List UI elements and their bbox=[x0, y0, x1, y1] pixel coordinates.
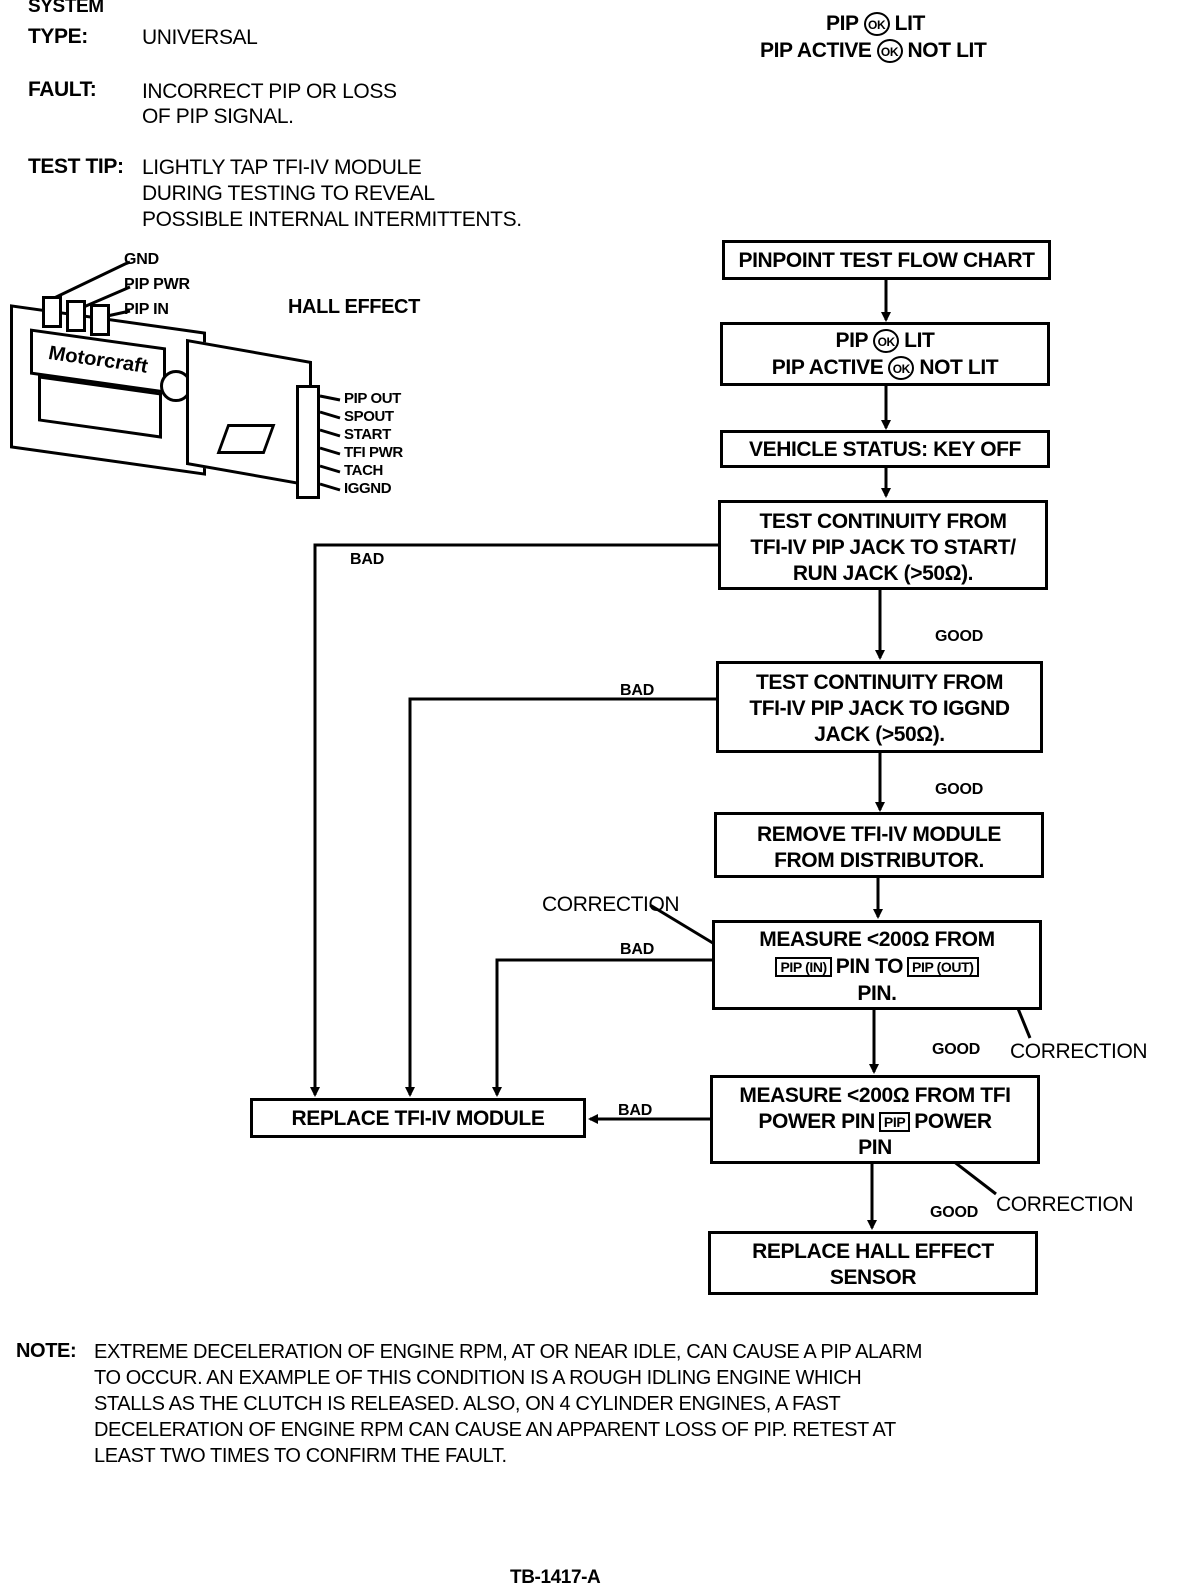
pin-label-pip-out: PIP OUT bbox=[344, 390, 401, 407]
not-lit-text: NOT LIT bbox=[919, 356, 999, 379]
type-label: TYPE: bbox=[28, 25, 88, 48]
bad-label: BAD bbox=[350, 551, 385, 568]
bad-label: BAD bbox=[618, 1102, 653, 1119]
module-top-pin bbox=[42, 296, 62, 328]
type-value: UNIVERSAL bbox=[142, 26, 258, 49]
fault-line-1: INCORRECT PIP OR LOSS bbox=[142, 80, 397, 103]
measure2-power-pin: POWER PIN bbox=[758, 1110, 875, 1133]
legend-lit-text: LIT bbox=[894, 12, 926, 35]
replace-sensor-line-1: REPLACE HALL EFFECT bbox=[752, 1240, 994, 1263]
pin-label-gnd: GND bbox=[124, 251, 159, 268]
measure1-line-1: MEASURE <200Ω FROM bbox=[759, 928, 995, 951]
measure1-pin-to: PIN TO bbox=[835, 955, 904, 978]
pip-power-pin-tag: PIP bbox=[878, 1112, 911, 1133]
legend-not-lit-text: NOT LIT bbox=[907, 39, 987, 62]
pip-text: PIP bbox=[835, 329, 869, 352]
correction-label: CORRECTION bbox=[1010, 1040, 1148, 1063]
module-top-pin bbox=[90, 304, 110, 336]
fault-label: FAULT: bbox=[28, 78, 97, 101]
bad-label: BAD bbox=[620, 682, 655, 699]
good-label: GOOD bbox=[935, 781, 984, 798]
pip-out-pin-tag: PIP (OUT) bbox=[907, 957, 979, 978]
ok-icon: OK bbox=[863, 12, 890, 37]
hall-effect-title: HALL EFFECT bbox=[288, 296, 420, 318]
measure2-line-3: PIN bbox=[858, 1136, 892, 1159]
flow-title: PINPOINT TEST FLOW CHART bbox=[738, 249, 1035, 272]
module-top-pin bbox=[66, 300, 86, 332]
pip-in-pin-tag: PIP (IN) bbox=[775, 957, 832, 978]
test1-line-1: TEST CONTINUITY FROM bbox=[759, 510, 1007, 533]
test2-line-1: TEST CONTINUITY FROM bbox=[755, 671, 1004, 694]
correction-label: CORRECTION bbox=[542, 893, 680, 916]
pin-label-spout: SPOUT bbox=[344, 408, 394, 425]
vehicle-status: VEHICLE STATUS: KEY OFF bbox=[749, 438, 1021, 461]
measure2-line-1: MEASURE <200Ω FROM TFI bbox=[739, 1084, 1011, 1107]
replace-sensor-line-2: SENSOR bbox=[829, 1266, 917, 1289]
test-tip-label: TEST TIP: bbox=[28, 155, 124, 178]
measure2-power: POWER bbox=[914, 1110, 992, 1133]
hall-sensor-block bbox=[186, 338, 312, 488]
flow-title-box: PINPOINT TEST FLOW CHART bbox=[722, 240, 1051, 280]
pip-active-text: PIP ACTIVE bbox=[771, 356, 884, 379]
good-label: GOOD bbox=[935, 628, 984, 645]
figure-id: TB-1417-A bbox=[510, 1567, 601, 1588]
test2-line-3: JACK (>50Ω). bbox=[814, 723, 945, 746]
test2-line-2: TFI-IV PIP JACK TO IGGND bbox=[749, 697, 1010, 720]
note-line-3: STALLS AS THE CLUTCH IS RELEASED. ALSO, … bbox=[94, 1393, 841, 1415]
test1-line-3: RUN JACK (>50Ω). bbox=[792, 562, 974, 585]
note-label: NOTE: bbox=[16, 1340, 77, 1362]
replace-module: REPLACE TFI-IV MODULE bbox=[291, 1107, 545, 1130]
note-line-5: LEAST TWO TIMES TO CONFIRM THE FAULT. bbox=[94, 1445, 507, 1467]
ok-icon: OK bbox=[873, 329, 900, 354]
pin-label-pip-in: PIP IN bbox=[124, 301, 169, 318]
remove-module-box: REMOVE TFI-IV MODULE FROM DISTRIBUTOR. bbox=[714, 812, 1044, 878]
legend-pip-text: PIP bbox=[826, 12, 859, 35]
note-line-2: TO OCCUR. AN EXAMPLE OF THIS CONDITION I… bbox=[94, 1367, 862, 1389]
remove-line-1: REMOVE TFI-IV MODULE bbox=[756, 823, 1001, 846]
legend-pip-active-text: PIP ACTIVE bbox=[760, 39, 872, 62]
test-tip-line-3: POSSIBLE INTERNAL INTERMITTENTS. bbox=[142, 208, 522, 231]
test-continuity-start-box: TEST CONTINUITY FROM TFI-IV PIP JACK TO … bbox=[718, 500, 1048, 590]
note-line-4: DECELERATION OF ENGINE RPM CAN CAUSE AN … bbox=[94, 1419, 896, 1441]
ok-icon: OK bbox=[876, 39, 903, 64]
note-line-1: EXTREME DECELERATION OF ENGINE RPM, AT O… bbox=[94, 1341, 923, 1363]
good-label: GOOD bbox=[932, 1041, 981, 1058]
measure1-line-3: PIN. bbox=[857, 982, 897, 1005]
fault-line-2: OF PIP SIGNAL. bbox=[142, 105, 294, 128]
test-tip-line-2: DURING TESTING TO REVEAL bbox=[142, 182, 435, 205]
replace-module-box: REPLACE TFI-IV MODULE bbox=[250, 1098, 586, 1138]
test-continuity-iggnd-box: TEST CONTINUITY FROM TFI-IV PIP JACK TO … bbox=[716, 661, 1043, 753]
bad-label: BAD bbox=[620, 941, 655, 958]
pin-label-iggnd: IGGND bbox=[344, 480, 392, 497]
test-tip-line-1: LIGHTLY TAP TFI-IV MODULE bbox=[142, 156, 422, 179]
replace-hall-sensor-box: REPLACE HALL EFFECT SENSOR bbox=[708, 1231, 1038, 1295]
vehicle-status-box: VEHICLE STATUS: KEY OFF bbox=[720, 430, 1050, 468]
remove-line-2: FROM DISTRIBUTOR. bbox=[774, 849, 984, 872]
pin-label-pip-pwr: PIP PWR bbox=[124, 276, 190, 293]
system-label: SYSTEM bbox=[28, 0, 104, 17]
correction-label: CORRECTION bbox=[996, 1193, 1134, 1216]
ok-icon: OK bbox=[888, 356, 915, 381]
lit-text: LIT bbox=[904, 329, 935, 352]
pin-label-start: START bbox=[344, 426, 391, 443]
module-side-leads bbox=[319, 394, 341, 492]
module-connector bbox=[296, 385, 320, 499]
pin-label-tfi-pwr: TFI PWR bbox=[344, 444, 403, 461]
good-label: GOOD bbox=[930, 1204, 979, 1221]
test1-line-2: TFI-IV PIP JACK TO START/ bbox=[750, 536, 1016, 559]
pin-label-tach: TACH bbox=[344, 462, 383, 479]
